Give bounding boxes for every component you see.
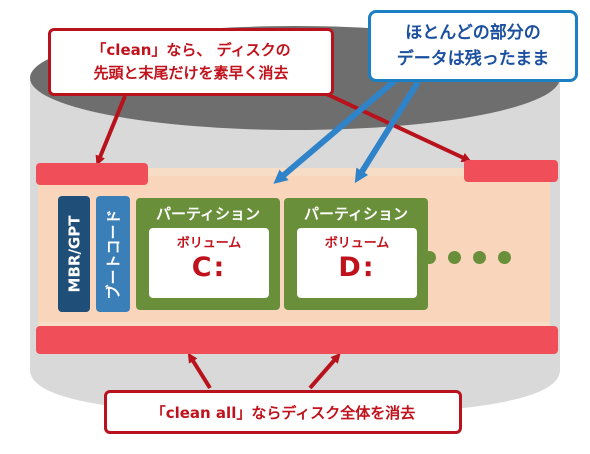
data-remains-line2: データは残ったまま xyxy=(396,49,550,69)
dot xyxy=(448,250,461,264)
clean-all-callout: 「clean all」ならディスク全体を消去 xyxy=(104,390,462,434)
data-remains-callout: ほとんどの部分の データは残ったまま xyxy=(368,10,578,82)
dot xyxy=(498,250,511,264)
partition-d-label: パーティション xyxy=(303,205,409,223)
erased-full-bar xyxy=(36,326,558,354)
arrow-from-bottom-right xyxy=(308,352,341,390)
data-remains-line1: ほとんどの部分の xyxy=(405,23,541,43)
boot-code-label: ブートコード xyxy=(104,208,123,300)
erased-tail-bar xyxy=(464,160,558,182)
arrow-to-partition-d xyxy=(354,80,421,184)
boot-code-block: ブートコード xyxy=(96,196,130,312)
clean-callout-line2: 先頭と末尾だけを素早く消去 xyxy=(93,64,289,82)
erased-head-bar xyxy=(36,163,148,185)
arrow-to-partition-c xyxy=(273,75,400,184)
dot xyxy=(473,250,486,264)
dot xyxy=(423,250,436,264)
arrow-to-head xyxy=(95,95,127,166)
clean-callout-line1: 「clean」なら、 ディスクの xyxy=(91,41,291,59)
volume-d-label: ボリューム xyxy=(324,236,390,251)
volume-c-label: ボリューム xyxy=(176,236,242,251)
arrow-from-bottom-left xyxy=(187,352,212,390)
partition-d: パーティション ボリューム D: xyxy=(284,198,428,310)
mbr-gpt-block: MBR/GPT xyxy=(58,196,90,312)
mbr-gpt-label: MBR/GPT xyxy=(65,215,83,293)
clean-all-callout-text: 「clean all」ならディスク全体を消去 xyxy=(150,403,416,422)
clean-callout: 「clean」なら、 ディスクの 先頭と末尾だけを素早く消去 xyxy=(48,28,334,96)
more-partitions-dots xyxy=(423,247,533,267)
volume-c: ボリューム C: xyxy=(149,228,269,298)
volume-d: ボリューム D: xyxy=(297,228,417,298)
volume-c-letter: C: xyxy=(191,252,227,283)
partition-c: パーティション ボリューム C: xyxy=(136,198,280,310)
volume-d-letter: D: xyxy=(338,252,376,283)
partition-c-label: パーティション xyxy=(155,205,261,223)
